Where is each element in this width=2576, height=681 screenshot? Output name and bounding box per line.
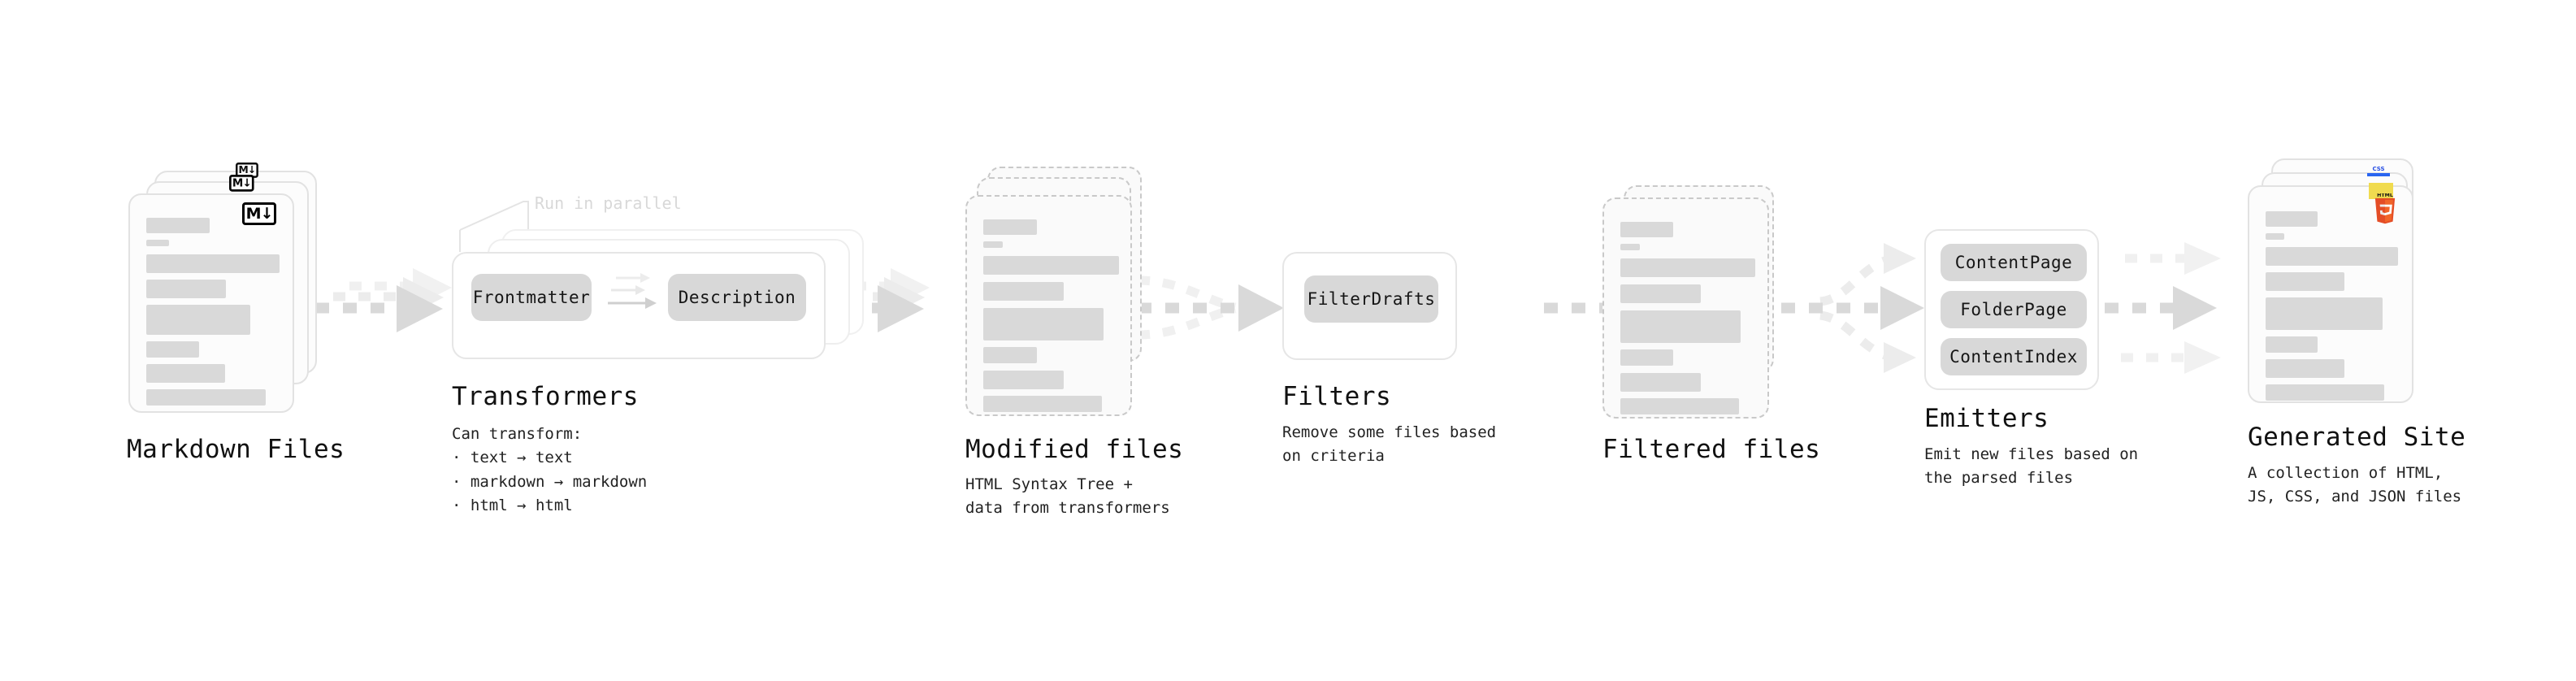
markdown-icon-middle: M↓	[229, 175, 254, 192]
generated-file-placeholder-lines	[2249, 187, 2412, 401]
transformer-chip-frontmatter[interactable]: Frontmatter	[471, 274, 592, 321]
css-icon-label: CSS	[2372, 166, 2385, 172]
emitter-chip-contentpage[interactable]: ContentPage	[1941, 244, 2087, 281]
css-icon-bar	[2367, 173, 2390, 176]
filtered-file-front	[1602, 197, 1769, 419]
generated-site-description: A collection of HTML, JS, CSS, and JSON …	[2248, 464, 2462, 506]
filtered-file-placeholder-lines	[1604, 199, 1767, 417]
emitters-title: Emitters	[1924, 404, 2049, 433]
css-icon: CSS	[2367, 167, 2390, 178]
run-in-parallel-label: Run in parallel	[535, 193, 682, 213]
arrow-markdown-to-transformers	[315, 268, 452, 332]
filters-panel: FilterDrafts	[1282, 252, 1457, 360]
generated-file-html	[2248, 185, 2413, 403]
transformer-chip-description[interactable]: Description	[668, 274, 806, 321]
transformers-title: Transformers	[452, 382, 639, 411]
modified-files-title: Modified files	[965, 435, 1184, 464]
transformer-panel-front: Frontmatter Description	[452, 252, 826, 359]
markdown-files-title: Markdown Files	[127, 435, 345, 464]
markdown-file-front	[128, 193, 294, 413]
emitter-chip-folderpage[interactable]: FolderPage	[1941, 291, 2087, 328]
html5-icon: HTML	[2371, 193, 2399, 224]
emitters-panel: ContentPage FolderPage ContentIndex	[1924, 229, 2099, 390]
js-icon	[2369, 183, 2393, 199]
arrow-modified-to-filters	[1137, 275, 1284, 340]
svg-text:HTML: HTML	[2377, 193, 2393, 198]
markdown-icon-front: M↓	[242, 202, 276, 225]
markdown-file-placeholder-lines	[130, 195, 293, 411]
emitter-chip-contentindex[interactable]: ContentIndex	[1941, 338, 2087, 375]
arrow-emitters-to-site	[2105, 242, 2221, 374]
emitters-description: Emit new files based on the parsed files	[1924, 445, 2139, 488]
modified-file-front	[965, 195, 1132, 416]
arrow-filtered-to-emitters	[1781, 243, 1924, 373]
generated-site-title: Generated Site	[2248, 423, 2466, 452]
filter-chip-filterdrafts[interactable]: FilterDrafts	[1304, 275, 1438, 323]
filtered-files-title: Filtered files	[1602, 435, 1821, 464]
modified-files-description: HTML Syntax Tree + data from transformer…	[965, 475, 1170, 518]
modified-file-placeholder-lines	[967, 197, 1130, 414]
filters-description: Remove some files based on criteria	[1282, 423, 1497, 466]
filters-title: Filters	[1282, 382, 1392, 411]
transformers-description: Can transform: · text → text · markdown …	[452, 425, 648, 515]
